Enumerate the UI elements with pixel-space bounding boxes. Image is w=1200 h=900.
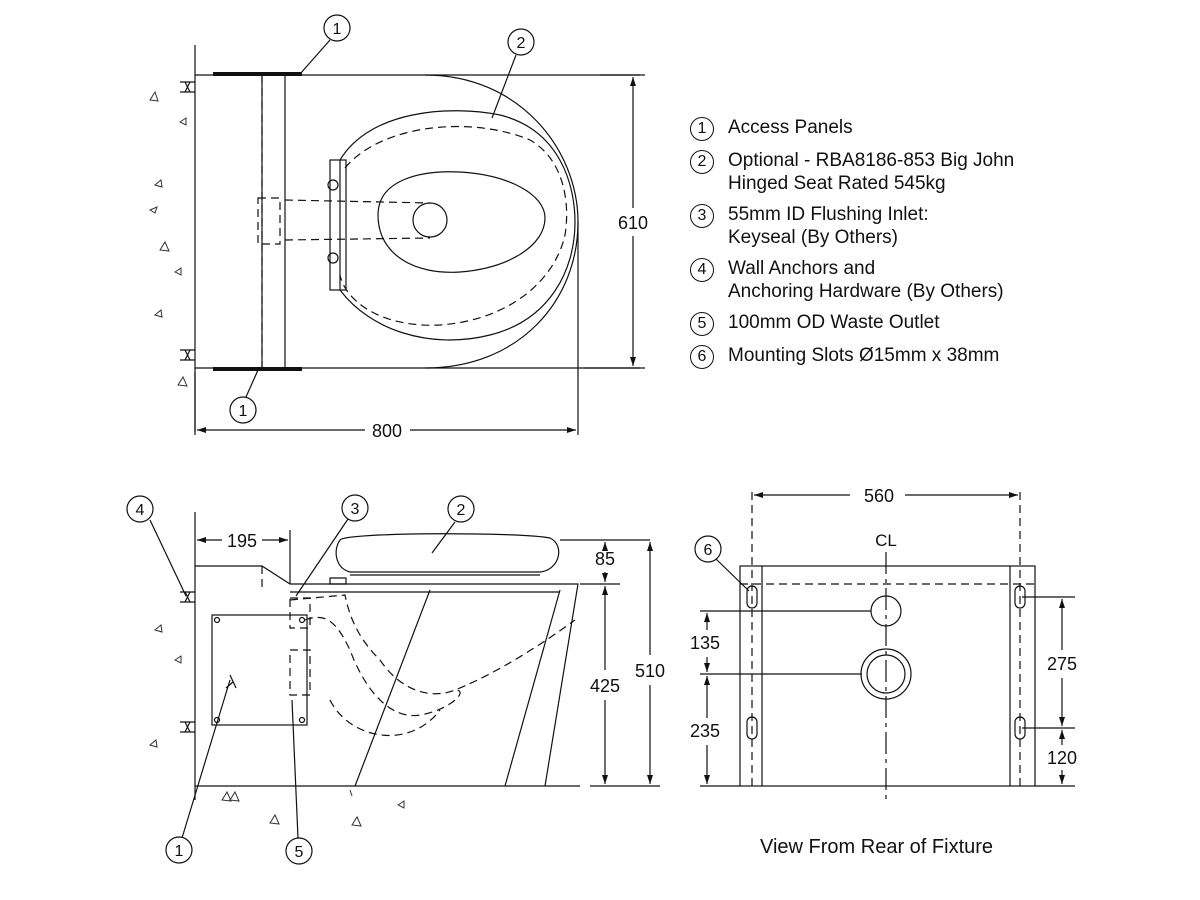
- rear-centerline-label: CL: [875, 531, 897, 550]
- svg-text:5: 5: [295, 844, 304, 861]
- rear-slot: [746, 716, 758, 740]
- plan-callout-2: 2: [507, 28, 535, 56]
- side-dim-rim: 425: [590, 676, 620, 696]
- legend-text: 55mm ID Flushing Inlet: Keyseal (By Othe…: [728, 204, 929, 248]
- rear-dim-inlet: 135: [690, 633, 720, 653]
- plan-outlet: [412, 202, 448, 238]
- legend-number: 3: [690, 204, 714, 228]
- rear-callout-6: 6: [694, 535, 722, 563]
- plan-dim-width: 800: [372, 421, 402, 441]
- legend-text: Mounting Slots Ø15mm x 38mm: [728, 345, 1000, 366]
- legend-text: Optional - RBA8186-853 Big John Hinged S…: [728, 150, 1015, 194]
- svg-text:2: 2: [517, 35, 526, 52]
- legend-text: 100mm OD Waste Outlet: [728, 312, 940, 333]
- svg-text:1: 1: [333, 21, 342, 38]
- rear-view: [700, 492, 1075, 800]
- svg-text:2: 2: [457, 502, 466, 519]
- legend-item: 6 Mounting Slots Ø15mm x 38mm: [690, 344, 1110, 369]
- legend-number: 6: [690, 345, 714, 369]
- side-callout-5: 5: [285, 837, 313, 865]
- side-dim-seat: 85: [595, 549, 615, 569]
- svg-text:4: 4: [136, 502, 145, 519]
- legend-item: 5 100mm OD Waste Outlet: [690, 311, 1110, 336]
- side-callout-4: 4: [126, 495, 154, 523]
- svg-text:6: 6: [704, 542, 713, 559]
- legend-number: 2: [690, 150, 714, 174]
- legend-number: 1: [690, 117, 714, 141]
- legend-text: Access Panels: [728, 117, 853, 138]
- rear-dim-slots: 275: [1047, 654, 1077, 674]
- legend-text: Wall Anchors and Anchoring Hardware (By …: [728, 258, 1004, 302]
- side-callout-1: 1: [165, 836, 193, 864]
- legend: 1 Access Panels 2 Optional - RBA8186-853…: [690, 116, 1110, 377]
- side-body-outline: [195, 565, 579, 787]
- legend-item: 4 Wall Anchors and Anchoring Hardware (B…: [690, 257, 1110, 303]
- plan-view: [180, 39, 645, 435]
- plan-seat: [339, 110, 576, 341]
- rear-outline: [739, 565, 1036, 787]
- rear-dim-width: 560: [864, 486, 894, 506]
- side-dim-wall-offset: 195: [227, 531, 257, 551]
- svg-text:1: 1: [175, 843, 184, 860]
- plan-dim-depth: 610: [618, 213, 648, 233]
- side-seat: [335, 533, 560, 573]
- side-callout-3: 3: [341, 494, 369, 522]
- rear-dim-outlet: 235: [690, 721, 720, 741]
- legend-number: 5: [690, 312, 714, 336]
- svg-text:1: 1: [239, 403, 248, 420]
- legend-item: 2 Optional - RBA8186-853 Big John Hinged…: [690, 149, 1110, 195]
- rear-view-caption: View From Rear of Fixture: [760, 836, 994, 858]
- side-access-panel: [211, 614, 308, 726]
- plan-callout-1-top: 1: [323, 14, 351, 42]
- legend-number: 4: [690, 258, 714, 282]
- plan-inner-bowl: [377, 171, 546, 273]
- legend-item: 3 55mm ID Flushing Inlet: Keyseal (By Ot…: [690, 203, 1110, 249]
- rear-dim-slot-base: 120: [1047, 748, 1077, 768]
- legend-item: 1 Access Panels: [690, 116, 1110, 141]
- plan-callout-1-bottom: 1: [229, 396, 257, 424]
- side-view: [149, 512, 660, 839]
- rear-slot: [746, 585, 758, 609]
- concrete-hatch: [148, 90, 405, 827]
- side-callout-2: 2: [447, 495, 475, 523]
- side-dim-total: 510: [635, 661, 665, 681]
- svg-text:3: 3: [351, 501, 360, 518]
